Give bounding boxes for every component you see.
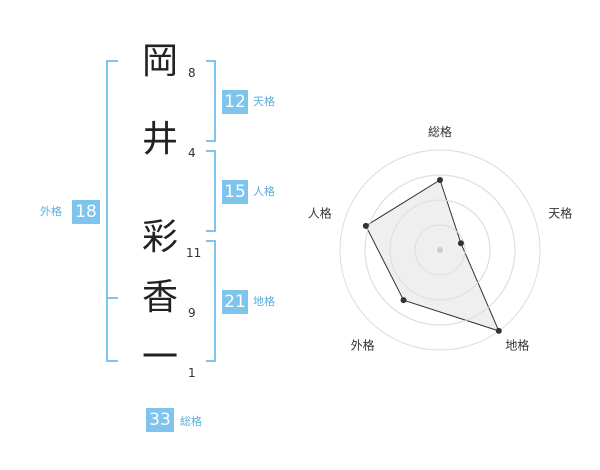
- radar-ring-overlay-2: [389, 199, 491, 301]
- radar-point-5: [362, 222, 369, 229]
- chikaku-label: 地格: [253, 295, 275, 308]
- name-char-4: 香: [141, 277, 178, 318]
- soukaku-value: 33: [146, 408, 174, 432]
- radar-center-dot: [437, 247, 443, 253]
- radar-point-4: [400, 297, 407, 304]
- radar-axis-label-1: 総格: [428, 124, 452, 139]
- radar-point-3: [495, 327, 502, 334]
- radar-axis-label-4: 外格: [351, 337, 375, 352]
- name-char-2: 井: [141, 119, 178, 160]
- radar-axis-label-5: 人格: [308, 206, 332, 221]
- radar-ring-overlay-3: [364, 174, 516, 326]
- tenkaku-value: 12: [222, 90, 248, 114]
- gaikaku-label: 外格: [40, 205, 62, 218]
- jinkaku-label: 人格: [253, 185, 275, 198]
- jinkaku-value: 15: [222, 180, 248, 204]
- gaikaku-bracket-mid-tick: [106, 297, 118, 299]
- radar-point-2: [457, 240, 464, 247]
- tenkaku-label: 天格: [253, 95, 275, 108]
- stroke-count-3: 11: [186, 246, 202, 260]
- radar-point-1: [437, 177, 443, 183]
- gaikaku-bracket: [106, 60, 118, 362]
- name-char-1: 岡: [141, 41, 178, 82]
- stroke-count-4: 9: [188, 306, 196, 320]
- stroke-count-5: 1: [188, 366, 196, 380]
- jinkaku-bracket: [206, 150, 216, 232]
- chikaku-bracket: [206, 240, 216, 362]
- chikaku-value: 21: [222, 290, 248, 314]
- radar-axis-label-2: 天格: [548, 206, 572, 221]
- radar-axis-label-3: 地格: [505, 337, 529, 352]
- stroke-count-1: 8: [188, 66, 196, 80]
- radar-ring-overlay-1: [414, 224, 466, 276]
- gaikaku-value: 18: [72, 200, 100, 224]
- stroke-count-2: 4: [188, 146, 196, 160]
- name-char-5: 一: [141, 337, 178, 378]
- soukaku-label: 総格: [180, 415, 202, 428]
- tenkaku-bracket: [206, 60, 216, 142]
- name-char-3: 彩: [141, 217, 178, 258]
